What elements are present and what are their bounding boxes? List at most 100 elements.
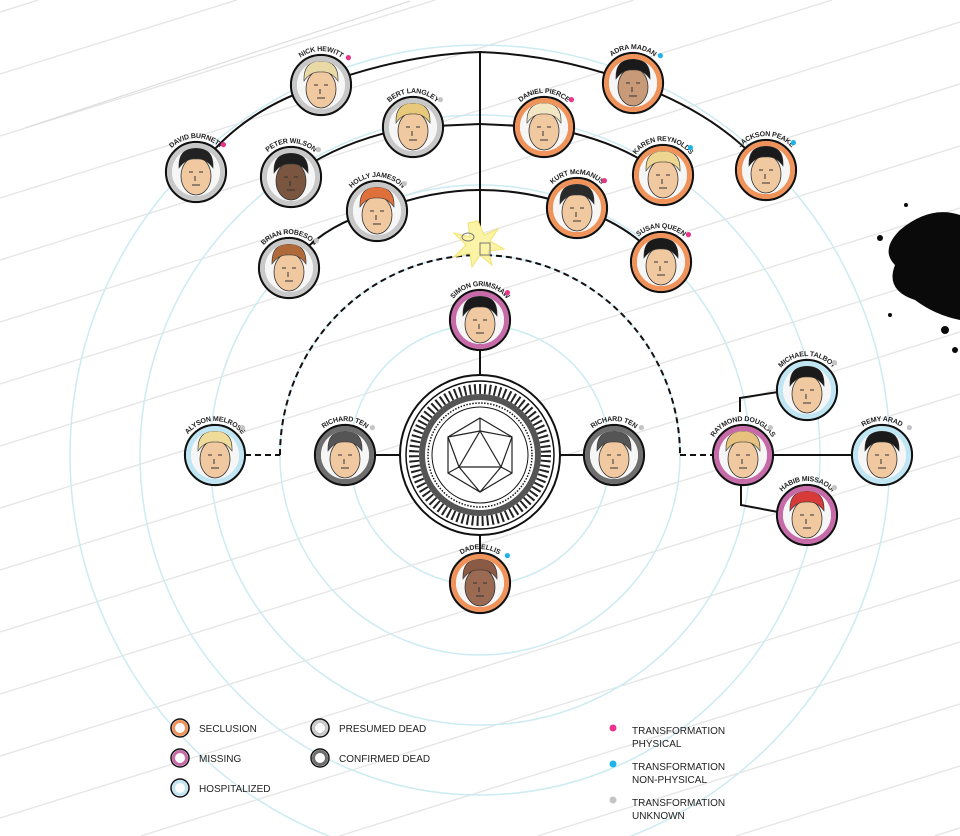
transformation-dot-physical — [345, 55, 351, 61]
legend-label: TRANSFORMATION — [632, 798, 725, 809]
status-ring — [778, 361, 836, 419]
legend-item-missing: MISSING — [170, 748, 241, 768]
transformation-dot-non_physical — [790, 140, 796, 146]
background-stripe — [537, 703, 960, 836]
person-node-raymond-douglas[interactable]: RAYMOND DOUGLAS — [709, 416, 777, 487]
portrait-avatar — [783, 366, 831, 414]
portrait-avatar — [637, 238, 685, 286]
portrait-avatar — [590, 431, 638, 479]
status-ring — [348, 182, 406, 240]
transformation-dot-unknown — [437, 97, 443, 103]
transformation-dot-non_physical — [687, 145, 693, 151]
portrait-avatar — [353, 187, 401, 235]
person-node-dade-ellis[interactable]: DADE ELLIS — [446, 544, 514, 615]
person-node-daniel-pierce[interactable]: DANIEL PIERCE — [510, 88, 578, 159]
raymond-to-habib — [740, 485, 779, 513]
background-stripe — [934, 827, 960, 836]
status-ring — [451, 291, 509, 349]
status-ring — [384, 98, 442, 156]
transformation-dot-non_physical — [657, 53, 663, 59]
person-node-kurt-mcmanus[interactable]: KURT McMANUS — [543, 169, 611, 240]
status-ring — [292, 56, 350, 114]
status-ring — [316, 426, 374, 484]
legend-label: UNKNOWN — [632, 811, 685, 822]
portrait-avatar — [858, 431, 906, 479]
transformation-dot-unknown — [369, 425, 375, 431]
transformation-dot-physical — [601, 178, 607, 184]
transformation-dot-physical — [685, 232, 691, 238]
person-node-michael-talbot[interactable]: MICHAEL TALBOT — [773, 351, 841, 422]
background-stripe — [0, 0, 237, 75]
center-emblem — [399, 374, 561, 536]
person-node-richard-ten-left[interactable]: RICHARD TEN — [311, 416, 379, 487]
ink-splat — [877, 203, 960, 353]
person-node-peter-wilson[interactable]: PETER WILSON — [257, 138, 325, 209]
background-stripe — [140, 579, 960, 836]
explosion-icon — [452, 220, 506, 269]
person-node-bert-langley[interactable]: BERT LANGLEY — [379, 88, 447, 159]
legend-label: NON-PHYSICAL — [632, 775, 707, 786]
legend-item-seclusion: SECLUSION — [170, 718, 257, 738]
person-node-jackson-peake[interactable]: JACKSON PEAKE — [732, 131, 800, 202]
person-node-david-burnett[interactable]: DAVID BURNETT — [162, 133, 230, 204]
transformation-swatch — [609, 724, 617, 732]
portrait-avatar — [456, 559, 504, 607]
transformation-swatch — [609, 760, 617, 768]
portrait-avatar — [321, 431, 369, 479]
portrait-avatar — [742, 146, 790, 194]
legend-item-confirmed_dead: CONFIRMED DEAD — [310, 748, 430, 768]
portrait-avatar — [172, 148, 220, 196]
status-ring — [548, 179, 606, 237]
status-ring — [737, 141, 795, 199]
transformation-swatch — [609, 796, 617, 804]
transformation-dot-physical — [220, 142, 226, 148]
status-ring — [515, 98, 573, 156]
person-node-richard-ten-right[interactable]: RICHARD TEN — [580, 416, 648, 487]
person-node-simon-grimshaw[interactable]: SIMON GRIMSHAW — [446, 281, 514, 352]
legend-label: PHYSICAL — [632, 739, 682, 750]
person-node-habib-missaoui[interactable]: HABIB MISSAOUI — [773, 476, 841, 547]
background-stripe — [339, 641, 960, 836]
background-stripe — [24, 0, 411, 129]
legend-label: TRANSFORMATION — [632, 726, 725, 737]
person-node-karen-reynolds[interactable]: KAREN REYNOLDS — [629, 136, 697, 207]
portrait-avatar — [639, 151, 687, 199]
person-node-adra-madan[interactable]: ADRA MADAN — [599, 44, 667, 115]
transformation-dot-unknown — [315, 147, 321, 153]
status-ring — [853, 426, 911, 484]
background-stripe — [0, 0, 39, 13]
portrait-avatar — [719, 431, 767, 479]
status-ring — [167, 143, 225, 201]
status-ring — [632, 233, 690, 291]
status-ring — [262, 148, 320, 206]
legend-item-transformation-unknown: TRANSFORMATION UNKNOWN — [609, 796, 725, 822]
legend-item-hospitalized: HOSPITALIZED — [170, 778, 271, 798]
background-stripe — [735, 765, 960, 836]
legend-item-presumed_dead: PRESUMED DEAD — [310, 718, 426, 738]
legend-label: MISSING — [199, 754, 241, 765]
portrait-avatar — [265, 244, 313, 292]
person-node-remy-arad[interactable]: REMY ARAD — [848, 416, 916, 487]
status-ring — [186, 426, 244, 484]
person-node-holly-jameson[interactable]: HOLLY JAMESON — [343, 172, 411, 243]
transformation-dot-unknown — [906, 425, 912, 431]
person-node-alyson-melrose[interactable]: ALYSON MELROSE — [181, 416, 249, 487]
person-node-brian-robeson[interactable]: BRIAN ROBESON — [255, 229, 323, 300]
top-arc-inner — [288, 188, 662, 269]
legend-label: HOSPITALIZED — [199, 784, 271, 795]
portrait-avatar — [553, 184, 601, 232]
status-ring — [260, 239, 318, 297]
status-ring — [604, 54, 662, 112]
transformation-dot-unknown — [638, 425, 644, 431]
raymond-to-michael — [739, 391, 779, 412]
transformation-dot-non_physical — [504, 553, 510, 559]
transformation-dot-physical — [568, 97, 574, 103]
status-ring — [634, 146, 692, 204]
legend-label: PRESUMED DEAD — [339, 724, 426, 735]
transformation-dot-physical — [504, 290, 510, 296]
